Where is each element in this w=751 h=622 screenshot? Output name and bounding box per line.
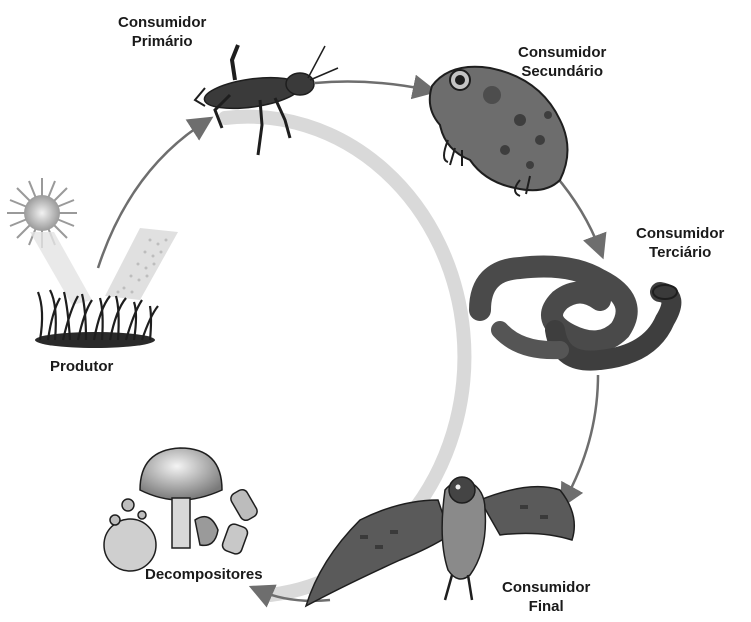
energy-beam-icon <box>105 228 178 300</box>
label-consumidor-final: Consumidor Final <box>502 578 590 616</box>
label-final-line2: Final <box>502 597 590 616</box>
label-secundario-line1: Consumidor <box>518 43 606 62</box>
label-terciario-line2: Terciário <box>636 243 724 262</box>
label-produtor: Produtor <box>50 357 113 376</box>
label-consumidor-primario: Consumidor Primário <box>118 13 206 51</box>
arrow-secondary-to-tertiary <box>555 175 600 250</box>
snake-icon <box>480 267 677 361</box>
sun-icon <box>7 178 92 305</box>
label-final-line1: Consumidor <box>502 578 590 597</box>
label-terciario-line1: Consumidor <box>636 224 724 243</box>
label-primario-line1: Consumidor <box>118 13 206 32</box>
label-consumidor-secundario: Consumidor Secundário <box>518 43 606 81</box>
arrow-tertiary-to-final <box>565 375 598 500</box>
label-primario-line2: Primário <box>118 32 206 51</box>
mushroom-icon <box>104 448 259 571</box>
frog-icon <box>430 67 568 196</box>
grasshopper-icon <box>195 45 338 155</box>
label-secundario-line2: Secundário <box>518 62 606 81</box>
label-decompositores: Decompositores <box>145 565 263 584</box>
arrow-primary-to-secondary <box>315 82 428 90</box>
label-consumidor-terciario: Consumidor Terciário <box>636 224 724 262</box>
